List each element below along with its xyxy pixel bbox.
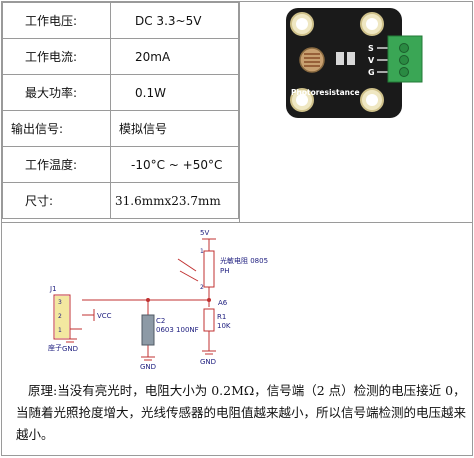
circuit-schematic: 5V 光敏电阻 0805 PH 1 2 A6 J1 3 2 1 座子 VCC G… — [48, 229, 268, 371]
spec-value: DC 3.3~5V — [110, 2, 239, 39]
label-pin1: 1 — [200, 248, 204, 255]
pin-label-s: S — [368, 44, 374, 53]
label-pin2: 2 — [200, 284, 204, 291]
label-gnd-j1: GND — [62, 345, 78, 353]
principle-note: 原理:当没有亮光时，电阻大小为 0.2MΩ，信号端（2 点）检测的电压接近 0，… — [16, 380, 466, 446]
junction-dot — [207, 298, 211, 302]
connector-j1-outline — [53, 294, 71, 340]
label-gnd-r1: GND — [200, 358, 216, 366]
spec-row-signal: 输出信号: 模拟信号 — [2, 110, 239, 147]
label-ldr-name: 光敏电阻 0805 — [220, 256, 268, 265]
photoresistor-symbol — [203, 250, 215, 288]
note-text: 当没有亮光时，电阻大小为 0.2MΩ，信号端（2 点）检测的电压接近 0，当随着… — [16, 383, 467, 442]
spec-value: 模拟信号 — [110, 110, 239, 147]
label-r1-val: 10K — [217, 322, 231, 330]
spec-label: 输出信号: — [2, 110, 111, 147]
module-photo: S V G Photoresistance — [286, 8, 423, 118]
label-j1: J1 — [49, 285, 57, 293]
label-vcc: VCC — [97, 312, 112, 320]
label-c2-ref: C2 — [156, 317, 165, 325]
spec-row-power: 最大功率: 0.1W — [2, 74, 239, 111]
junction-dot — [146, 298, 150, 302]
spec-table: 工作电压: DC 3.3~5V 工作电流: 20mA 最大功率: 0.1W 输出… — [2, 2, 239, 219]
label-5v: 5V — [200, 229, 209, 237]
label-j1-pin3: 3 — [58, 299, 62, 306]
spec-row-temperature: 工作温度: -10°C ~ +50°C — [2, 146, 239, 183]
label-ldr-ref: PH — [220, 267, 230, 275]
pin-label-v: V — [368, 56, 375, 65]
capacitor-symbol — [141, 314, 155, 346]
spec-value: 20mA — [110, 38, 239, 75]
label-j1-pin2: 2 — [58, 313, 62, 320]
label-net-a6: A6 — [218, 299, 228, 307]
spec-row-size: 尺寸: 31.6mmx23.7mm — [2, 182, 239, 219]
spec-row-current: 工作电流: 20mA — [2, 38, 239, 75]
spec-value: -10°C ~ +50°C — [110, 146, 239, 183]
spec-value: 31.6mmx23.7mm — [110, 182, 239, 219]
spec-label: 尺寸: — [2, 182, 111, 219]
label-j1-name: 座子 — [48, 343, 62, 352]
label-c2-val: 0603 100NF — [156, 326, 199, 334]
spec-label: 工作电流: — [2, 38, 111, 75]
spec-label: 工作电压: — [2, 2, 111, 39]
note-prefix: 原理: — [28, 383, 58, 398]
label-j1-pin1: 1 — [58, 327, 62, 334]
connector-j1 — [55, 296, 69, 338]
module-photo-cell: S V G Photoresistance — [239, 2, 472, 222]
board-label: Photoresistance — [291, 88, 360, 97]
pin-label-g: G — [368, 68, 375, 77]
spec-label: 最大功率: — [2, 74, 111, 111]
label-gnd-c2: GND — [140, 363, 156, 371]
smd-resistor-icon — [336, 52, 344, 65]
resistor-symbol — [203, 308, 215, 332]
smd-capacitor-icon — [347, 52, 355, 65]
label-r1-ref: R1 — [217, 313, 226, 321]
photoresistor-icon — [299, 47, 325, 73]
spec-value: 0.1W — [110, 74, 239, 111]
spec-label: 工作温度: — [2, 146, 111, 183]
schematic-area: 5V 光敏电阻 0805 PH 1 2 A6 J1 3 2 1 座子 VCC G… — [2, 222, 472, 371]
spec-row-voltage: 工作电压: DC 3.3~5V — [2, 2, 239, 39]
